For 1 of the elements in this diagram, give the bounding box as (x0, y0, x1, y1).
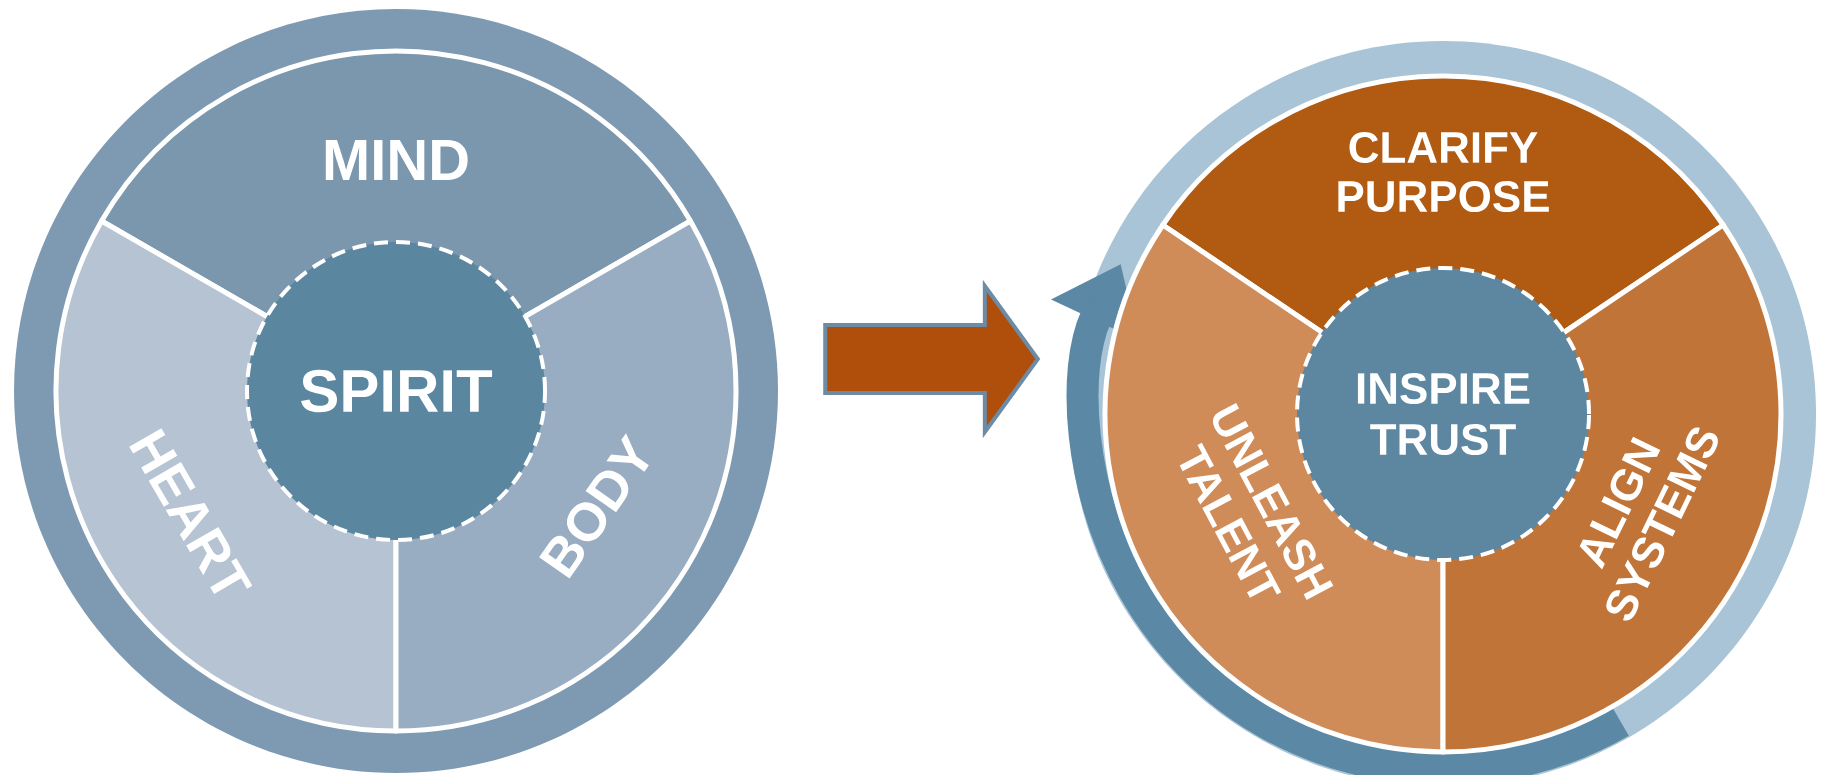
block-arrow (823, 279, 1041, 439)
